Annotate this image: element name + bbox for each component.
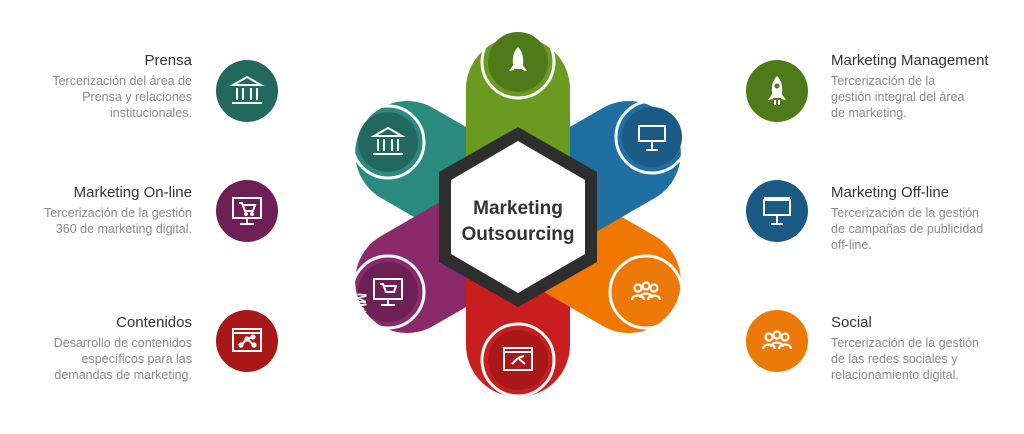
service-title: Prensa xyxy=(144,52,192,69)
svg-text:Contenidos: Contenidos xyxy=(483,409,558,434)
billboard-icon xyxy=(622,107,682,167)
service-desc-line: Tercerización de la gestión xyxy=(831,336,979,350)
service-contenidos: Contenidos Desarrollo de contenidos espe… xyxy=(0,314,192,383)
ring-mkt-mgmt xyxy=(480,24,556,100)
service-marketing-online: Marketing On-line Tercerización de la ge… xyxy=(0,184,192,237)
building-icon xyxy=(216,60,278,122)
service-prensa: Prensa Tercerización del área de Prensa … xyxy=(0,52,192,121)
service-desc-line: específicos para las xyxy=(81,352,192,366)
center-hexagon-inner xyxy=(451,141,585,293)
service-desc-line: de marketing. xyxy=(831,106,907,120)
service-title: Social xyxy=(831,314,872,331)
ring-contenidos xyxy=(480,322,556,398)
service-marketing-offline: Marketing Off-line Tercerización de la g… xyxy=(831,184,1024,253)
marketing-outsourcing-diagram: Mkt Mgmt Mkt Off-line Social Contenidos … xyxy=(307,0,725,434)
center-title-line1: Marketing xyxy=(473,198,563,219)
ring-mkt-offline xyxy=(614,99,690,175)
service-desc-line: Prensa y relaciones xyxy=(82,90,192,104)
service-desc-line: institucionales. xyxy=(110,106,192,120)
rocket-icon xyxy=(746,60,808,122)
network-screen-icon xyxy=(216,310,278,372)
service-title: Marketing Management xyxy=(831,52,989,69)
center-title-line2: Outsourcing xyxy=(462,224,575,245)
building-icon xyxy=(358,112,418,172)
service-desc-line: Tercerización del área de xyxy=(52,74,192,88)
service-desc-line: demandas de marketing. xyxy=(54,368,192,382)
service-title: Contenidos xyxy=(116,314,192,331)
svg-text:Social: Social xyxy=(675,301,725,356)
svg-text:Mkt Mgmt: Mkt Mgmt xyxy=(486,0,556,12)
service-marketing-management: Marketing Management Tercerización de la… xyxy=(831,52,1024,121)
service-desc-line: Tercerización de la gestión xyxy=(44,206,192,220)
network-screen-icon xyxy=(488,330,548,390)
service-desc-line: Tercerización de la xyxy=(831,74,936,88)
service-desc-line: relacionamiento digital. xyxy=(831,368,959,382)
service-title: Marketing Off-line xyxy=(831,184,950,201)
service-desc-line: 360 de marketing digital. xyxy=(55,222,192,236)
people-icon xyxy=(616,262,676,322)
service-desc-line: Desarrollo de contenidos xyxy=(53,336,192,350)
service-desc-line: de campañas de publicidad xyxy=(831,222,984,236)
service-desc-line: de las redes sociales y xyxy=(831,352,958,366)
ring-mkt-online xyxy=(350,254,426,330)
service-title: Marketing On-line xyxy=(73,184,192,201)
ring-social xyxy=(608,254,684,330)
svg-text:Prensa: Prensa xyxy=(307,70,365,128)
petal-label-contenidos: Contenidos xyxy=(483,409,558,434)
ring-prensa xyxy=(350,104,426,180)
petal-label-prensa: Prensa xyxy=(307,70,365,128)
service-desc-line: gestión integral del área xyxy=(831,90,965,104)
cart-screen-icon xyxy=(216,180,278,242)
billboard-icon xyxy=(746,180,808,242)
service-desc-line: Tercerización de la gestión xyxy=(831,206,979,220)
service-desc-line: off-line. xyxy=(831,238,872,252)
petal-label-social: Social xyxy=(675,301,725,356)
people-icon xyxy=(746,310,808,372)
service-social: Social Tercerización de la gestión de la… xyxy=(831,314,1024,383)
petal-label-mkt-mgmt: Mkt Mgmt xyxy=(486,0,556,12)
